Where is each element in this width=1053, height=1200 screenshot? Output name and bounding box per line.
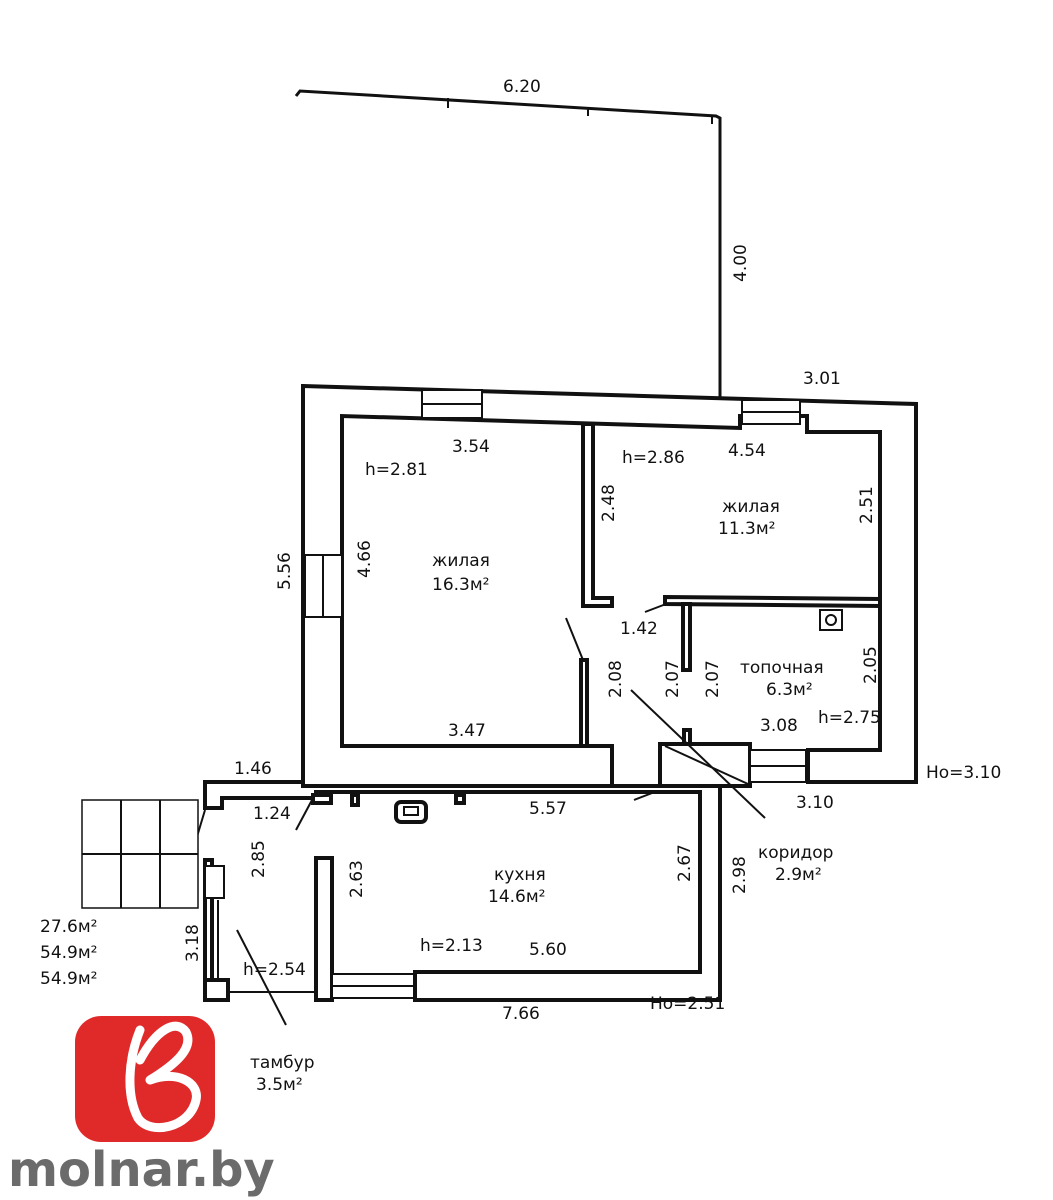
room1-area: 16.3м² bbox=[432, 575, 490, 595]
porch-steps bbox=[81, 799, 199, 909]
dim-left-1-24: 1.24 bbox=[253, 804, 291, 824]
dim-room2-h: h=2.86 bbox=[622, 448, 685, 468]
kitchen-walls bbox=[189, 609, 843, 1026]
area-totals: 27.6м² 54.9м² 54.9м² bbox=[40, 917, 98, 989]
dim-ho-right: Ho=3.10 bbox=[926, 763, 1001, 783]
boiler-name: топочная bbox=[740, 658, 824, 678]
dim-room2-width: 4.54 bbox=[728, 441, 766, 461]
dim-right-top: 3.01 bbox=[803, 369, 841, 389]
corridor-name: коридор bbox=[758, 843, 833, 863]
brand-logo: molnar.by bbox=[8, 1016, 275, 1198]
dim-left-1-46: 1.46 bbox=[234, 759, 272, 779]
corridor-area: 2.9м² bbox=[775, 865, 822, 885]
room-labels: жилая 16.3м² жилая 11.3м² топочная 6.3м²… bbox=[250, 497, 833, 1095]
dim-boiler-height: 2.05 bbox=[861, 646, 881, 684]
boiler-area: 6.3м² bbox=[766, 680, 813, 700]
dim-room2-height-right: 2.51 bbox=[857, 486, 877, 524]
dim-top-ext-height: 4.00 bbox=[731, 244, 751, 282]
logo-badge bbox=[75, 1016, 215, 1142]
total-2: 54.9м² bbox=[40, 943, 98, 963]
dimension-labels: 6.20 4.00 3.01 3.54 h=2.81 4.66 5.56 3.4… bbox=[183, 77, 1001, 1024]
kitchen-area: 14.6м² bbox=[488, 887, 546, 907]
total-3: 54.9м² bbox=[40, 969, 98, 989]
dim-bottom-total: 7.66 bbox=[502, 1004, 540, 1024]
dim-kitchen-bottom: 5.60 bbox=[529, 940, 567, 960]
dim-vest-outer: 3.18 bbox=[183, 924, 203, 962]
room1-name: жилая bbox=[432, 551, 490, 571]
dim-room1-height: 4.66 bbox=[355, 540, 375, 578]
dim-right-bottom: 3.10 bbox=[796, 793, 834, 813]
dim-boiler-width: 3.08 bbox=[760, 716, 798, 736]
dim-kitchen-top: 5.57 bbox=[529, 799, 567, 819]
extension-outline bbox=[294, 89, 722, 400]
room2-name: жилая bbox=[722, 497, 780, 517]
dim-kitchen-left: 2.63 bbox=[347, 860, 367, 898]
dim-room2-height-left: 2.48 bbox=[599, 484, 619, 522]
dim-vest-height: 2.85 bbox=[249, 840, 269, 878]
dim-corr-2-07b: 2.07 bbox=[703, 660, 723, 698]
main-walls bbox=[301, 383, 918, 819]
dim-ho-bottom: Ho=2.51 bbox=[650, 994, 725, 1014]
kitchen-name: кухня bbox=[494, 865, 546, 885]
dim-room1-door: 2.08 bbox=[606, 660, 626, 698]
total-1: 27.6м² bbox=[40, 917, 98, 937]
dim-room1-h: h=2.81 bbox=[365, 460, 428, 480]
dim-vest-h: h=2.54 bbox=[243, 960, 306, 980]
vestibule-name: тамбур bbox=[250, 1053, 314, 1073]
room2-area: 11.3м² bbox=[718, 519, 776, 539]
dim-kitchen-outer-right: 2.98 bbox=[730, 856, 750, 894]
vestibule-area: 3.5м² bbox=[256, 1075, 303, 1095]
dim-corr-1-42: 1.42 bbox=[620, 619, 658, 639]
brand-text: molnar.by bbox=[8, 1142, 275, 1198]
dim-boiler-h: h=2.75 bbox=[818, 708, 881, 728]
dim-room1-height-outer: 5.56 bbox=[275, 552, 295, 590]
dim-top-ext-width: 6.20 bbox=[503, 77, 541, 97]
dim-kitchen-h: h=2.13 bbox=[420, 936, 483, 956]
dim-kitchen-right: 2.67 bbox=[675, 844, 695, 882]
dim-room1-width: 3.54 bbox=[452, 437, 490, 457]
dim-corr-2-07a: 2.07 bbox=[663, 660, 683, 698]
dim-room1-width-bottom: 3.47 bbox=[448, 721, 486, 741]
